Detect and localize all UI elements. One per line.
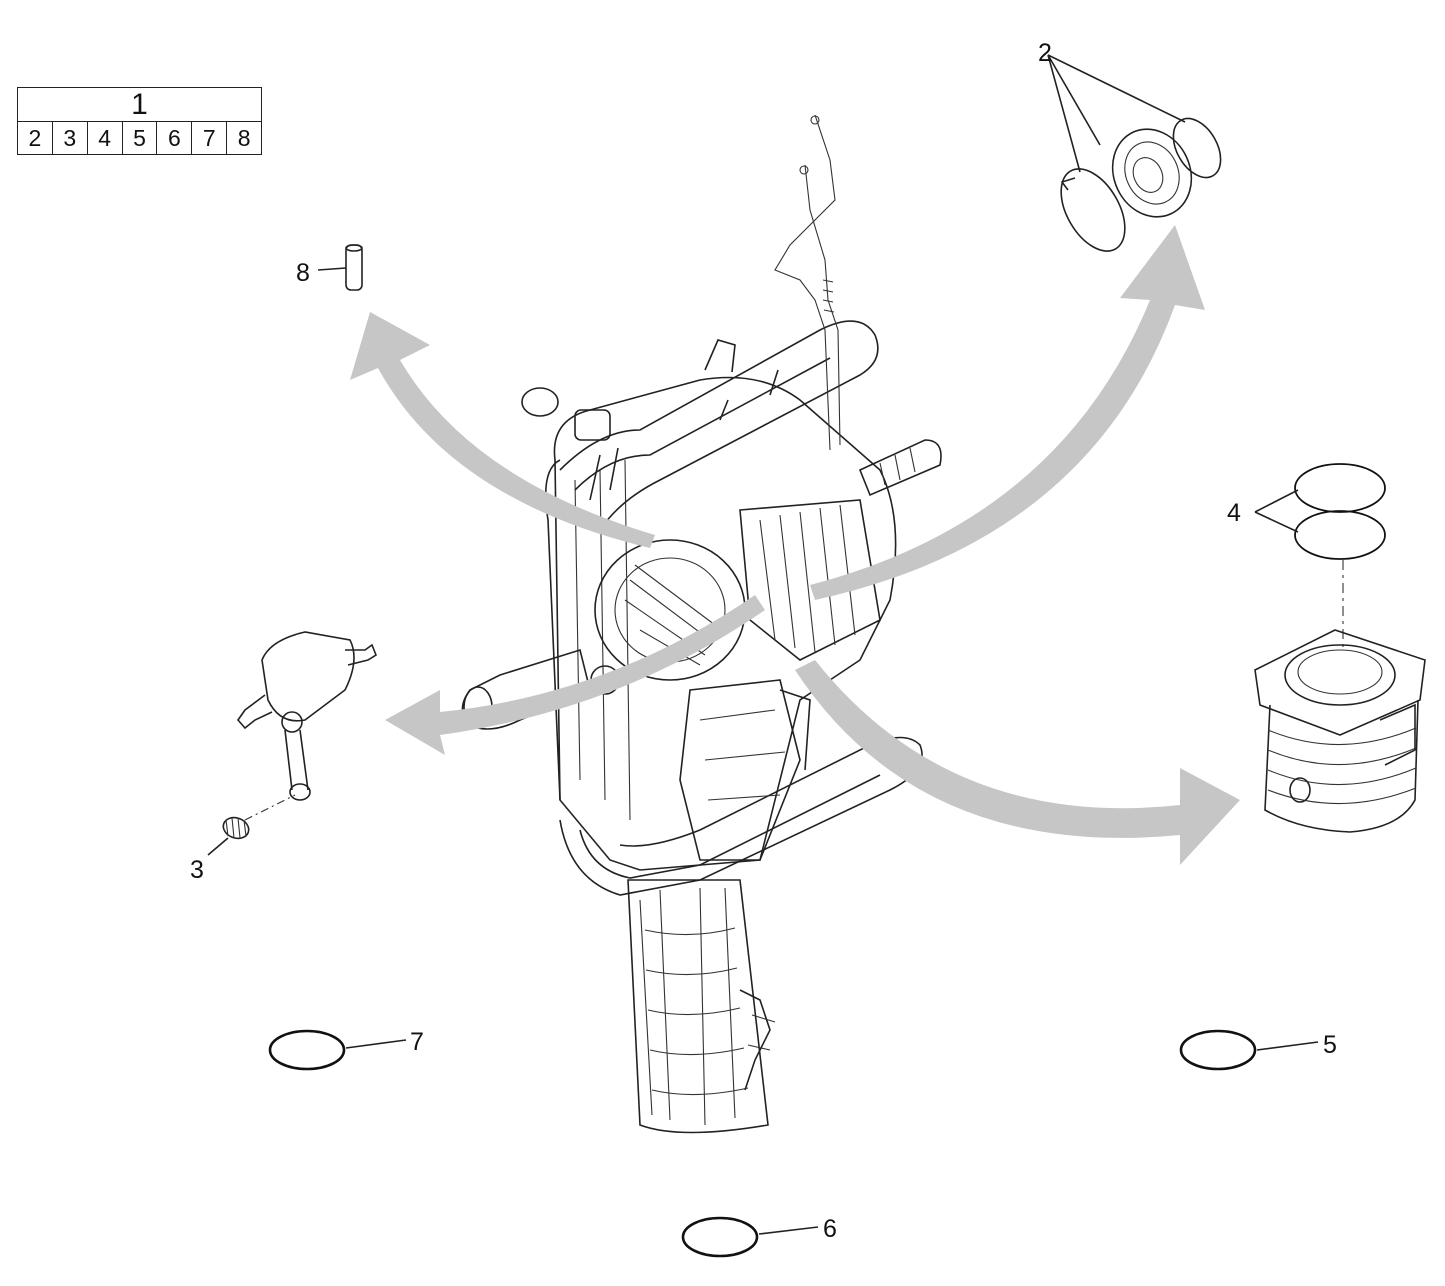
kit-table-header: 1 [18, 88, 261, 122]
fuel-tank [679, 679, 811, 861]
kit-table: 1 2 3 4 5 6 7 8 [17, 87, 262, 155]
kit-table-cell: 5 [123, 122, 158, 155]
arrow-to-crankshaft [385, 595, 765, 755]
callout-piston-pin: 8 [296, 259, 310, 287]
top-details [521, 339, 736, 441]
cylinder-part [1254, 629, 1426, 833]
arrow-to-piston-pin [350, 312, 655, 548]
oring-left-part [268, 1029, 407, 1071]
control-cables [774, 114, 841, 451]
upper-handle [559, 320, 879, 531]
kit-table-row: 2 3 4 5 6 7 8 [18, 122, 261, 155]
piston-pin-part [317, 244, 363, 291]
callout-oring-right: 5 [1323, 1031, 1337, 1059]
piston-rings-part [1254, 463, 1386, 650]
arrow-to-cylinder [795, 660, 1240, 865]
callout-needle-bearing: 3 [190, 856, 204, 884]
bearing-set-part [1047, 54, 1222, 252]
callout-piston-rings: 4 [1227, 499, 1241, 527]
crankshaft-part [236, 631, 377, 821]
kit-table-cell: 6 [157, 122, 193, 155]
kit-table-cell: 2 [18, 122, 53, 155]
kit-table-cell: 7 [192, 122, 228, 155]
engine-housing [544, 376, 897, 871]
lower-handle [559, 736, 923, 896]
kit-table-cell: 4 [88, 122, 123, 155]
kit-table-cell: 3 [53, 122, 88, 155]
needle-bearing-part [207, 816, 250, 856]
kit-table-cell: 8 [237, 125, 251, 151]
right-grip [858, 439, 942, 497]
oring-right-part [1179, 1029, 1319, 1071]
oring-bottom-part [681, 1216, 819, 1258]
tool-holder [627, 879, 776, 1134]
callout-bearing-set: 2 [1038, 39, 1052, 67]
callout-oring-bottom: 6 [823, 1215, 837, 1243]
flow-arrows [350, 225, 1240, 865]
callout-oring-left: 7 [410, 1028, 424, 1056]
arrow-to-bearing-set [810, 225, 1205, 600]
breaker-machine [461, 114, 942, 1134]
